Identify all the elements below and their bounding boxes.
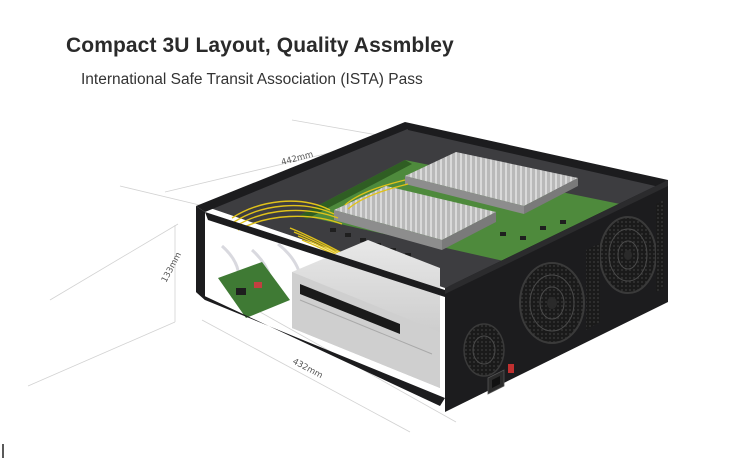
svg-text:133mm: 133mm: [160, 251, 184, 285]
vent-grilles: [586, 200, 664, 330]
psu-fan: [463, 323, 505, 377]
page-title: Compact 3U Layout, Quality Assmbley: [66, 34, 454, 57]
svg-text:432mm: 432mm: [291, 357, 325, 381]
fan-left: [519, 262, 585, 344]
fan-right: [599, 216, 657, 294]
control-board: [218, 262, 290, 318]
heatsink-front: [334, 186, 496, 250]
dimension-label-depth: 432mm: [291, 357, 325, 381]
power-inlet: [487, 364, 514, 395]
dimension-label-height: 133mm: [160, 251, 184, 285]
chassis-frame: [196, 122, 668, 406]
heatsink-rear: [405, 152, 578, 214]
page-subtitle: International Safe Transit Association (…: [81, 71, 423, 88]
